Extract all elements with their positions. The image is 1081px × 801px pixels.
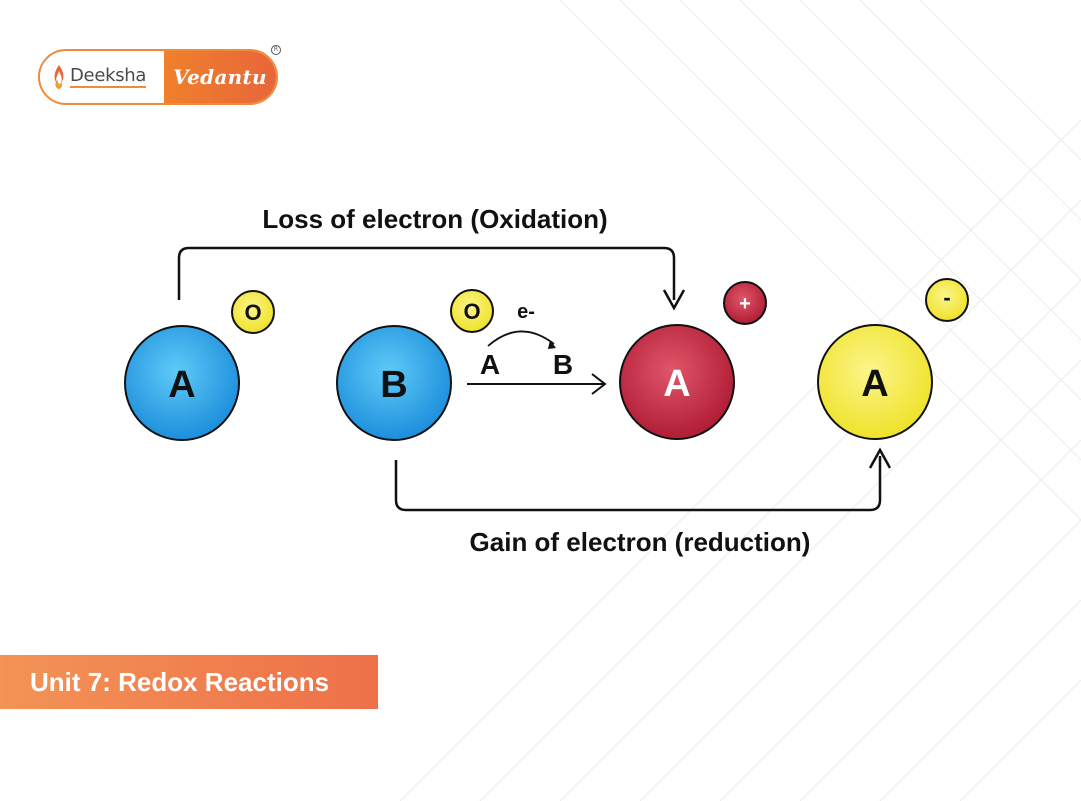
atom-b: B <box>336 325 452 441</box>
atom-b-label: B <box>380 364 407 406</box>
atom-a-left-badge: O <box>231 290 275 334</box>
atom-a-anion-label: A <box>861 363 888 405</box>
atom-a-anion: A <box>817 324 933 440</box>
atom-a-cation-badge: + <box>723 281 767 325</box>
electron-transfer-arc <box>487 330 555 347</box>
reaction-arrow-head <box>591 373 607 395</box>
atom-a-cation-badge-text: + <box>739 293 751 315</box>
logo-deeksha-text: Deeksha <box>70 65 147 88</box>
atom-a-cation: A <box>619 324 735 440</box>
atom-a-anion-badge: - <box>925 278 969 322</box>
atom-a-left-label: A <box>168 364 195 406</box>
electron-transfer-arc-head <box>548 340 556 349</box>
atom-a-left: A <box>124 325 240 441</box>
oxidation-arrow-head <box>662 289 686 311</box>
transfer-from-label: A <box>480 349 500 380</box>
reduction-arrow-head <box>868 447 892 469</box>
reduction-label: Gain of electron (reduction) <box>470 527 811 557</box>
flame-icon <box>54 65 64 89</box>
electron-label: e- <box>517 301 535 323</box>
transfer-to-label: B <box>553 349 573 380</box>
logo-vedantu-text: Vedantu <box>164 51 276 103</box>
background-lines <box>399 0 1081 801</box>
atom-a-left-badge-text: O <box>244 300 261 325</box>
registered-mark: R <box>271 45 281 55</box>
unit-title: Unit 7: Redox Reactions <box>30 666 330 697</box>
unit-title-band: Unit 7: Redox Reactions <box>0 655 378 709</box>
atom-b-badge: O <box>450 289 494 333</box>
atom-a-cation-label: A <box>663 363 690 405</box>
logo-left-part: Deeksha <box>40 51 164 103</box>
oxidation-label: Loss of electron (Oxidation) <box>262 204 607 234</box>
atom-b-badge-text: O <box>463 299 480 324</box>
oxidation-arrow <box>177 246 676 300</box>
deeksha-vedantu-logo: Deeksha Vedantu <box>38 49 278 105</box>
atom-a-anion-badge-text: - <box>943 285 950 310</box>
reduction-arrow <box>394 456 882 512</box>
